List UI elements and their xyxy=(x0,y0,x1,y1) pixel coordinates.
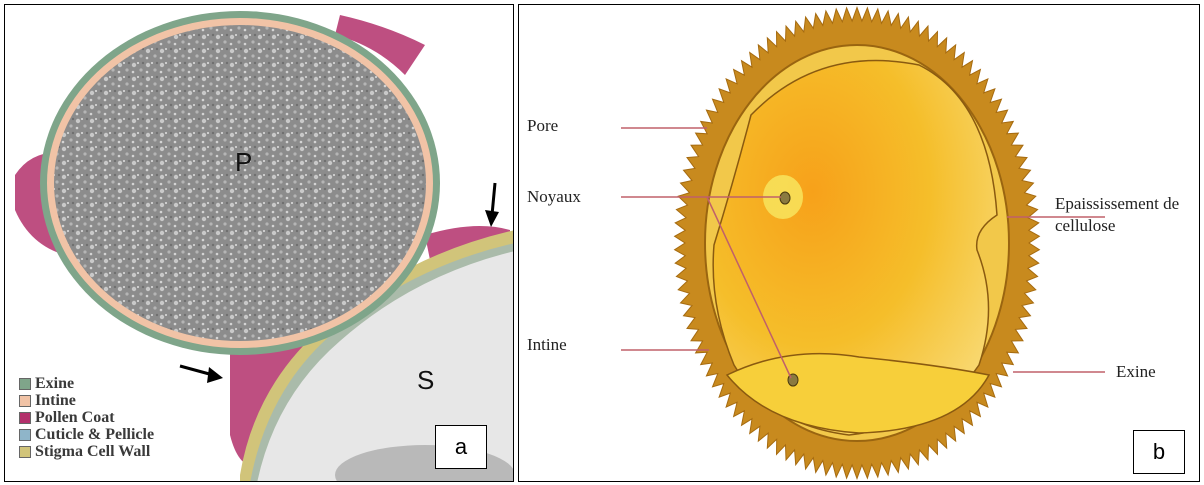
legend-label: Cuticle & Pellicle xyxy=(35,426,154,443)
legend: Exine Intine Pollen Coat Cuticle & Pelli… xyxy=(19,375,154,460)
legend-item-pollen-coat: Pollen Coat xyxy=(19,409,154,426)
legend-label: Stigma Cell Wall xyxy=(35,443,150,460)
label-epaississement: Epaississement de cellulose xyxy=(1055,193,1179,237)
pollen-grain-diagram xyxy=(519,5,1200,482)
label-intine: Intine xyxy=(527,334,567,356)
label-pore: Pore xyxy=(527,115,558,137)
panel-a-micrograph: P S Exine Intine Pollen Coat Cuticle & P… xyxy=(4,4,514,482)
legend-swatch xyxy=(19,446,31,458)
legend-item-intine: Intine xyxy=(19,392,154,409)
legend-swatch xyxy=(19,412,31,424)
pollen-cytoplasm xyxy=(54,25,426,341)
legend-label: Exine xyxy=(35,375,74,392)
legend-item-cuticle: Cuticle & Pellicle xyxy=(19,426,154,443)
panel-b-diagram: Pore Noyaux Intine Epaississement de cel… xyxy=(518,4,1200,482)
legend-label: Intine xyxy=(35,392,76,409)
legend-label: Pollen Coat xyxy=(35,409,115,426)
vegetative-nucleus xyxy=(780,192,790,204)
label-exine: Exine xyxy=(1116,361,1156,383)
label-noyaux: Noyaux xyxy=(527,186,581,208)
legend-item-exine: Exine xyxy=(19,375,154,392)
label-epaississement-line2: cellulose xyxy=(1055,215,1179,237)
legend-item-stigma-wall: Stigma Cell Wall xyxy=(19,443,154,460)
pollen-label: P xyxy=(235,147,252,178)
panel-letter-b: b xyxy=(1133,430,1185,474)
label-epaississement-line1: Epaississement de xyxy=(1055,193,1179,215)
legend-swatch xyxy=(19,378,31,390)
panel-letter-a: a xyxy=(435,425,487,469)
legend-swatch xyxy=(19,395,31,407)
legend-swatch xyxy=(19,429,31,441)
stigma-label: S xyxy=(417,365,434,396)
